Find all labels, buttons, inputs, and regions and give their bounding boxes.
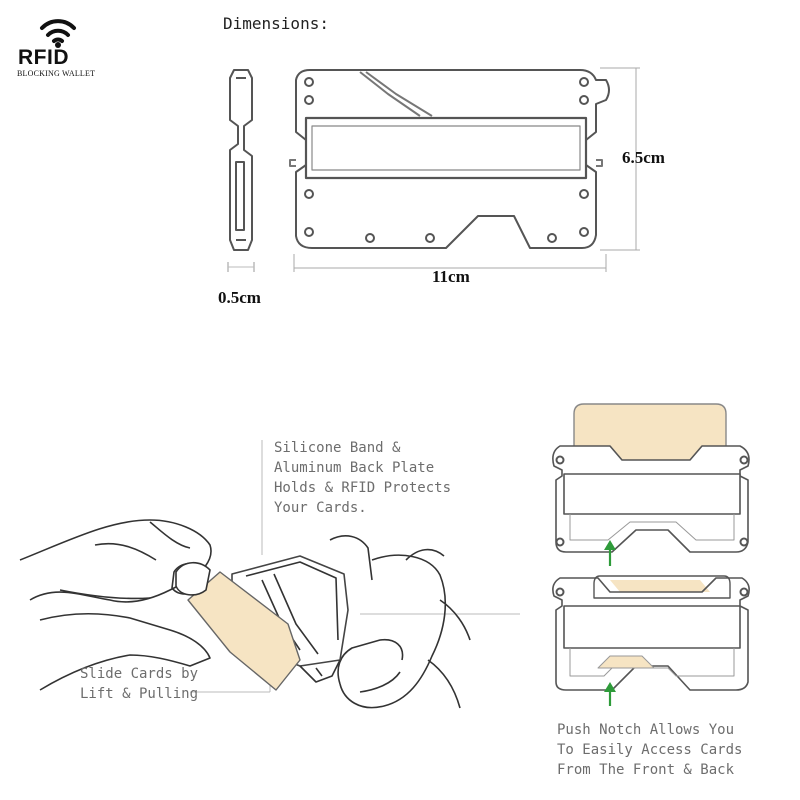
notch-callout: Push Notch Allows You To Easily Access C… — [557, 722, 743, 778]
logo-subtext: BLOCKING WALLET — [17, 69, 96, 78]
dimension-lines — [293, 67, 640, 272]
wallet-back-access — [552, 575, 750, 691]
thickness-label: 0.5cm — [218, 288, 261, 307]
wallet-front-access — [552, 403, 750, 553]
side-view — [227, 69, 255, 272]
width-label: 11cm — [432, 267, 470, 286]
wifi-lock-icon — [40, 19, 76, 48]
notch-arrows — [604, 540, 616, 706]
slide-callout: Slide Cards by Lift & Pulling — [80, 666, 199, 702]
band-callout: Silicone Band & Aluminum Back Plate Hold… — [274, 440, 452, 516]
card-pulled — [187, 571, 301, 691]
front-view — [289, 69, 610, 249]
height-label: 6.5cm — [622, 148, 665, 167]
rfid-logo — [14, 14, 114, 84]
dimensions-heading: Dimensions: — [223, 14, 329, 33]
logo-text: RFID — [18, 46, 69, 69]
